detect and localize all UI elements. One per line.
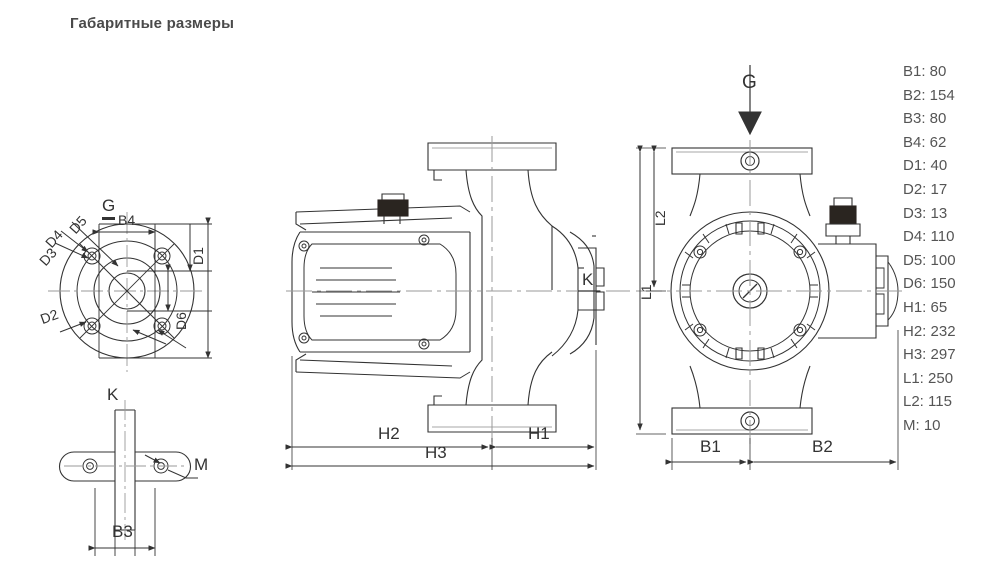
dimension-row: D5: 100 bbox=[903, 251, 956, 269]
dimension-row: M: 10 bbox=[903, 416, 941, 434]
dim-label-h1: H1 bbox=[528, 424, 550, 443]
dim-label-h2: H2 bbox=[378, 424, 400, 443]
dimension-row: L1: 250 bbox=[903, 369, 954, 387]
dimension-row: L2: 115 bbox=[903, 393, 952, 411]
side-view-geometry bbox=[285, 136, 630, 470]
dimension-row: H1: 65 bbox=[903, 298, 948, 316]
dimension-row: D3: 13 bbox=[903, 204, 948, 222]
page-title: Габаритные размеры bbox=[70, 15, 235, 32]
bracket-view-geometry bbox=[59, 400, 198, 556]
dimension-row: D4: 110 bbox=[903, 228, 955, 246]
dim-label-b4: B4 bbox=[118, 212, 136, 228]
bracket-view-label-k: K bbox=[107, 385, 119, 404]
dimension-row: B1: 80 bbox=[903, 63, 947, 80]
dim-label-h3: H3 bbox=[425, 443, 447, 462]
front-section-label-g: G bbox=[742, 72, 757, 93]
dimension-row: D2: 17 bbox=[903, 180, 948, 198]
dimension-row: H3: 297 bbox=[903, 346, 956, 364]
dim-label-b3: B3 bbox=[112, 522, 133, 541]
dim-label-b1: B1 bbox=[700, 437, 721, 456]
front-view-geometry bbox=[636, 65, 906, 470]
callout-label-m: M bbox=[194, 455, 209, 474]
flange-view-geometry bbox=[48, 212, 212, 372]
dimension-row: B2: 154 bbox=[903, 86, 955, 104]
dimension-row: B4: 62 bbox=[903, 133, 947, 151]
dim-label-l2: L2 bbox=[652, 210, 668, 226]
flange-section-label-g: G bbox=[102, 196, 116, 220]
dimension-row: D1: 40 bbox=[903, 157, 948, 175]
dim-label-d6: D6 bbox=[173, 312, 189, 330]
dimension-row: D6: 150 bbox=[903, 275, 956, 293]
dim-label-b2: B2 bbox=[812, 437, 833, 456]
dim-label-l1: L1 bbox=[638, 284, 654, 300]
side-section-marker-k: K bbox=[582, 270, 594, 289]
dimension-list: B1: 80 B2: 154 B3: 80 B4: 62 D1: 40 D2: … bbox=[903, 60, 956, 438]
dimension-row: H2: 232 bbox=[903, 322, 956, 340]
dim-label-d1: D1 bbox=[190, 247, 206, 265]
dimension-row: B3: 80 bbox=[903, 110, 947, 128]
